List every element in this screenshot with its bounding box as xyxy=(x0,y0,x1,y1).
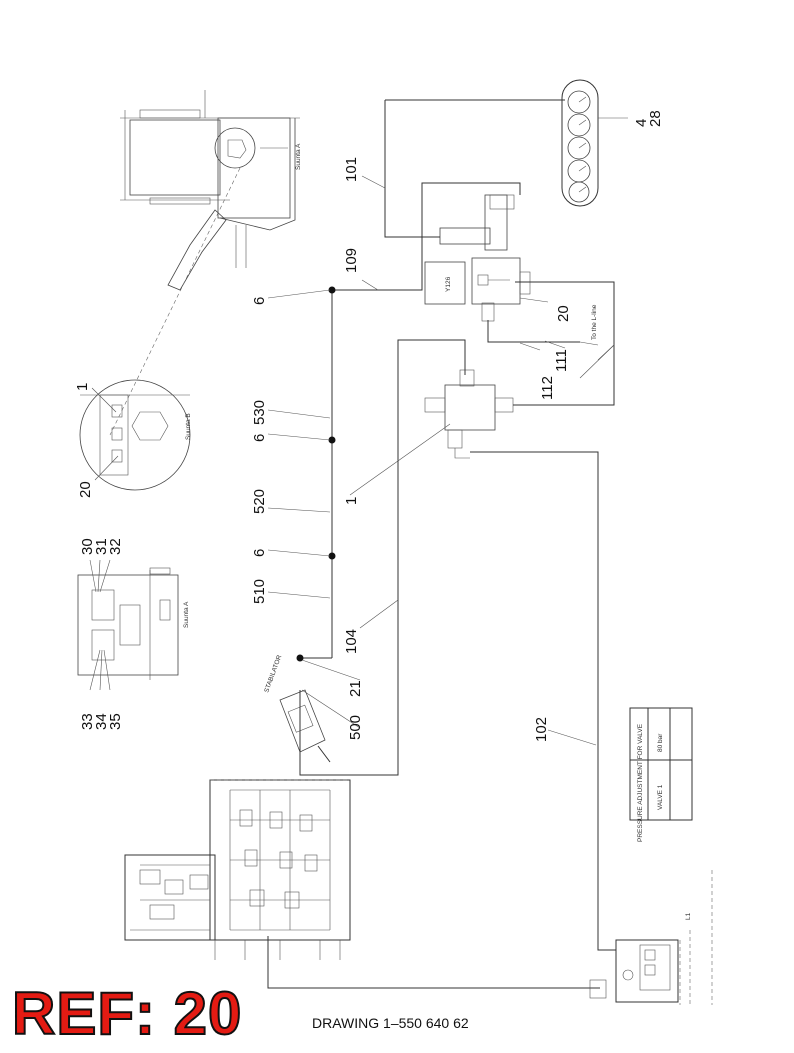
callout-510: 510 xyxy=(251,579,268,604)
gauge-panel xyxy=(561,79,599,207)
junction-dot xyxy=(296,654,304,662)
callout-102: 102 xyxy=(533,717,550,742)
callout-530: 530 xyxy=(251,400,268,425)
pressure-adjustment-label: PRESSURE ADJUSTMENT FOR VALVE xyxy=(637,723,644,842)
bar-value-label: 80 bar xyxy=(657,733,664,752)
callout-30: 30 xyxy=(79,538,96,555)
callout-500: 500 xyxy=(347,715,364,740)
machine-assembly-top: Suunta A xyxy=(120,90,302,291)
junction-dot xyxy=(328,436,336,444)
suunta-b-label: Suunta B xyxy=(185,413,192,440)
callout-33: 33 xyxy=(79,713,96,730)
callout-6: 6 xyxy=(251,297,268,305)
callout-6: 6 xyxy=(251,549,268,557)
callout-31: 31 xyxy=(93,538,110,555)
callout-numbers: 4 28 101 109 6 20 111 112 1 530 6 20 520… xyxy=(74,110,664,742)
hose-lines xyxy=(267,99,616,989)
callout-1: 1 xyxy=(343,497,360,505)
ref-label: REF: 20 xyxy=(11,980,243,1047)
callout-35: 35 xyxy=(107,713,124,730)
callout-32: 32 xyxy=(107,538,124,555)
to-l-line-label: To the L-line xyxy=(591,304,598,340)
callout-112: 112 xyxy=(539,376,556,400)
callout-leaders xyxy=(89,117,628,746)
callout-20: 20 xyxy=(555,305,572,322)
callout-20: 20 xyxy=(77,481,94,498)
callout-1: 1 xyxy=(74,383,91,391)
valve-block-upper: Y126 xyxy=(424,194,531,322)
callout-101: 101 xyxy=(343,157,360,182)
callout-111: 111 xyxy=(553,349,570,372)
line-l1-label: L1 xyxy=(685,912,692,920)
suunta-a-top-label: Suunta A xyxy=(295,143,302,170)
detail-a: Suunta A xyxy=(77,567,190,680)
callout-109: 109 xyxy=(343,248,360,273)
junction-dot xyxy=(328,286,336,294)
valve-y126-label: Y126 xyxy=(445,276,452,292)
junction-dot xyxy=(328,552,336,560)
callout-520: 520 xyxy=(251,489,268,514)
callout-21: 21 xyxy=(347,680,364,697)
callout-6: 6 xyxy=(251,434,268,442)
stabilator: STABILATOR xyxy=(263,654,331,763)
valve-block-lower xyxy=(424,369,514,459)
detail-b: Suunta B xyxy=(79,379,192,491)
callout-34: 34 xyxy=(93,713,110,730)
bottom-right-component: L1 xyxy=(589,870,713,1005)
detail-leader-line xyxy=(109,167,241,436)
callout-104: 104 xyxy=(343,629,360,654)
stabilator-label: STABILATOR xyxy=(263,654,283,694)
valve-1-label: VALVE 1 xyxy=(657,784,664,810)
callout-4: 4 xyxy=(633,119,650,127)
pressure-table: PRESSURE ADJUSTMENT FOR VALVE VALVE 1 80… xyxy=(629,707,693,842)
suunta-a-mid-label: Suunta A xyxy=(183,601,190,628)
hydraulic-schematic xyxy=(124,779,351,960)
callout-28: 28 xyxy=(647,110,664,127)
drawing-number-label: DRAWING 1–550 640 62 xyxy=(312,1015,469,1031)
